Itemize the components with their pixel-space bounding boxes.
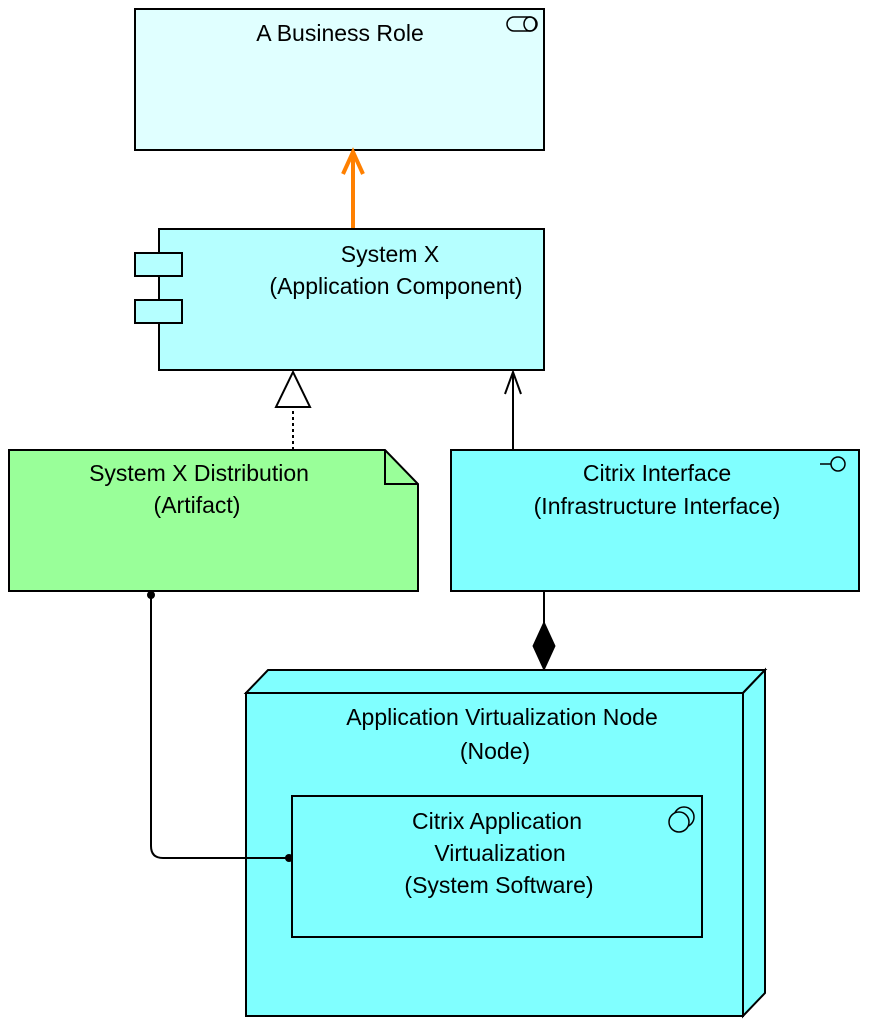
hollow-triangle-icon bbox=[274, 369, 312, 408]
open-arrowhead-icon bbox=[341, 147, 365, 175]
composition-relationship[interactable] bbox=[532, 591, 556, 672]
infrastructure-interface-element[interactable]: Citrix Interface (Infrastructure Interfa… bbox=[450, 449, 860, 592]
artifact-fold-icon bbox=[384, 450, 418, 485]
business-role-element[interactable]: A Business Role bbox=[134, 8, 545, 151]
system-software-icon bbox=[668, 806, 695, 833]
infrastructure-interface-type: (Infrastructure Interface) bbox=[534, 493, 781, 519]
realization-relationship[interactable] bbox=[274, 369, 312, 450]
system-software-type: (System Software) bbox=[404, 872, 593, 898]
node-name: Application Virtualization Node bbox=[346, 704, 658, 730]
business-role-box bbox=[134, 8, 545, 151]
application-component-type: (Application Component) bbox=[269, 273, 522, 299]
artifact-name: System X Distribution bbox=[89, 460, 309, 486]
node-type: (Node) bbox=[460, 738, 530, 764]
used-by-relationship[interactable] bbox=[504, 369, 522, 450]
artifact-type: (Artifact) bbox=[154, 492, 241, 518]
interface-icon bbox=[820, 456, 846, 472]
filled-diamond-icon bbox=[532, 620, 556, 672]
node-side-face bbox=[742, 667, 766, 1019]
component-tab-top-icon bbox=[134, 252, 183, 277]
open-arrowhead-icon bbox=[504, 369, 522, 395]
infrastructure-interface-name: Citrix Interface bbox=[583, 460, 731, 486]
system-software-name-line1: Citrix Application bbox=[412, 808, 582, 834]
application-component-name: System X bbox=[341, 241, 439, 267]
assignment-target-dot-icon bbox=[285, 854, 293, 862]
assignment-relationship[interactable] bbox=[147, 591, 293, 862]
application-component-element[interactable]: System X (Application Component) bbox=[134, 228, 545, 371]
system-software-box bbox=[291, 795, 703, 938]
system-software-name-line2: Virtualization bbox=[434, 840, 565, 866]
used-by-relationship-orange[interactable] bbox=[341, 147, 365, 229]
infrastructure-interface-box bbox=[450, 449, 860, 592]
role-icon bbox=[506, 16, 538, 32]
artifact-box bbox=[8, 449, 419, 592]
node-top-face bbox=[243, 669, 768, 694]
artifact-element[interactable]: System X Distribution (Artifact) bbox=[8, 449, 419, 592]
system-software-element[interactable]: Citrix Application Virtualization (Syste… bbox=[291, 795, 703, 938]
application-component-box bbox=[158, 228, 545, 371]
component-tab-bottom-icon bbox=[134, 299, 183, 324]
assignment-source-dot-icon bbox=[147, 591, 155, 599]
business-role-label: A Business Role bbox=[256, 20, 423, 46]
